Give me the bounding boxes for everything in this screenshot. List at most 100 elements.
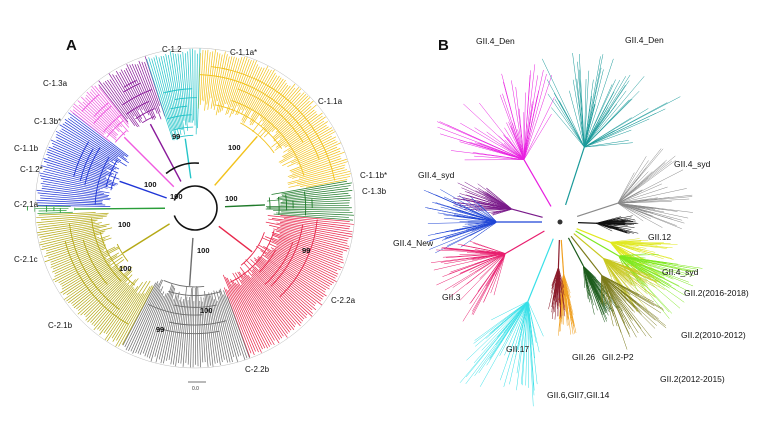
cluster-stem: [512, 208, 543, 218]
tip-branch: [62, 263, 111, 295]
leaf-branch: [617, 203, 644, 222]
internal-arc: [264, 242, 294, 285]
tip-branch: [199, 49, 204, 105]
tip-branch: [36, 212, 109, 219]
leaf-branch: [582, 265, 586, 288]
tip-branch: [130, 279, 164, 352]
tip-branch: [262, 237, 338, 272]
tip-branch: [111, 293, 141, 339]
leaf-branch: [602, 257, 649, 295]
tip-branch: [232, 281, 269, 349]
internal-arc: [240, 122, 275, 154]
tip-branch: [276, 222, 353, 238]
tip-branch: [72, 105, 106, 134]
tip-branch: [287, 167, 345, 184]
tip-branch: [69, 110, 111, 142]
tip-branch: [55, 130, 118, 166]
leaf-branch: [499, 301, 529, 381]
leaf-branch: [527, 301, 544, 337]
genotype-cluster: [423, 189, 542, 254]
tip-branch: [85, 270, 133, 318]
internal-arc: [73, 141, 90, 177]
tip-branch: [287, 126, 329, 152]
leaf-branch: [617, 172, 635, 204]
leaf-branch: [442, 253, 506, 258]
leaf-branch: [601, 275, 632, 319]
tip-branch: [141, 61, 161, 113]
tip-branch: [278, 238, 344, 264]
tip-branch: [272, 100, 314, 138]
tip-branch: [59, 124, 127, 167]
leaf-branch: [470, 253, 506, 304]
leaf-branch: [460, 122, 525, 160]
tip-branch: [37, 192, 110, 201]
internal-arc: [79, 148, 94, 182]
leaf-branch: [601, 275, 610, 298]
tip-branch: [134, 64, 154, 110]
leaf-branch: [584, 140, 629, 148]
tip-branch: [120, 69, 143, 110]
tip-branch: [125, 283, 159, 351]
tip-branch: [196, 286, 199, 367]
tip-branch: [276, 112, 323, 148]
tip-branch: [56, 134, 110, 163]
leaf-branch: [603, 257, 631, 269]
tip-branch: [47, 151, 120, 180]
internal-arc: [277, 197, 280, 215]
tip-branch: [39, 223, 110, 238]
tip-branch: [267, 215, 355, 225]
leaf-branch: [583, 265, 605, 292]
tip-branch: [83, 269, 131, 316]
internal-arc: [210, 66, 336, 181]
leaf-branch: [602, 257, 641, 285]
tip-branch: [158, 57, 177, 130]
tip-branch: [210, 53, 221, 109]
backbone-arc: [173, 185, 218, 231]
genotype-label-gii4-den: GII.4_Den: [625, 35, 664, 45]
leaf-branch: [601, 274, 666, 326]
tip-branch: [281, 182, 352, 195]
leaf-branch: [584, 96, 593, 148]
tip-branch: [54, 247, 120, 283]
tip-branch: [263, 246, 333, 286]
clade-label-c-1-1b: C-1.1b: [14, 144, 39, 153]
tip-branch: [271, 237, 340, 265]
tip-branch: [283, 124, 327, 153]
leaf-branch: [583, 265, 604, 296]
bootstrap-label: 100: [200, 306, 213, 315]
genotype-label-gii12: GII.12: [648, 232, 671, 242]
panel-a-circular-tree: [27, 47, 356, 369]
tip-branch: [272, 233, 343, 258]
tip-branch: [42, 185, 110, 196]
clade-label-c-1-1a-star: C-1.1a*: [230, 48, 257, 57]
internal-arc: [81, 93, 100, 112]
internal-arc: [68, 223, 120, 310]
tip-branch: [217, 300, 233, 363]
leaf-branch: [523, 97, 555, 160]
tip-branch: [150, 284, 174, 362]
clade-stem: [224, 204, 265, 208]
tip-branch: [41, 188, 108, 198]
internal-arc: [162, 328, 220, 335]
leaf-branch: [583, 265, 605, 323]
panel-a-letter: A: [66, 37, 77, 54]
clade-label-c-2-1a: C-2.1a: [14, 200, 39, 209]
leaf-branch: [516, 301, 529, 374]
leaf-branch: [503, 142, 525, 160]
tip-branch: [125, 68, 150, 116]
tip-branch: [104, 292, 138, 341]
panel-a-bootstrap-values: 100 100 99 100 100 100 99 100 100 100 99: [118, 132, 310, 334]
tip-branch: [251, 277, 295, 330]
leaf-branch: [458, 195, 498, 223]
leaf-branch: [584, 102, 668, 148]
leaf-branch: [488, 202, 513, 210]
cluster-stem: [573, 233, 604, 259]
tip-branch: [178, 286, 187, 364]
tip-branch: [269, 224, 348, 244]
tip-branch: [163, 295, 178, 364]
tip-branch: [251, 78, 284, 126]
tip-branch: [239, 267, 290, 333]
clade-stem: [123, 136, 175, 188]
leaf-branch: [502, 93, 525, 160]
tip-branch: [225, 276, 259, 353]
